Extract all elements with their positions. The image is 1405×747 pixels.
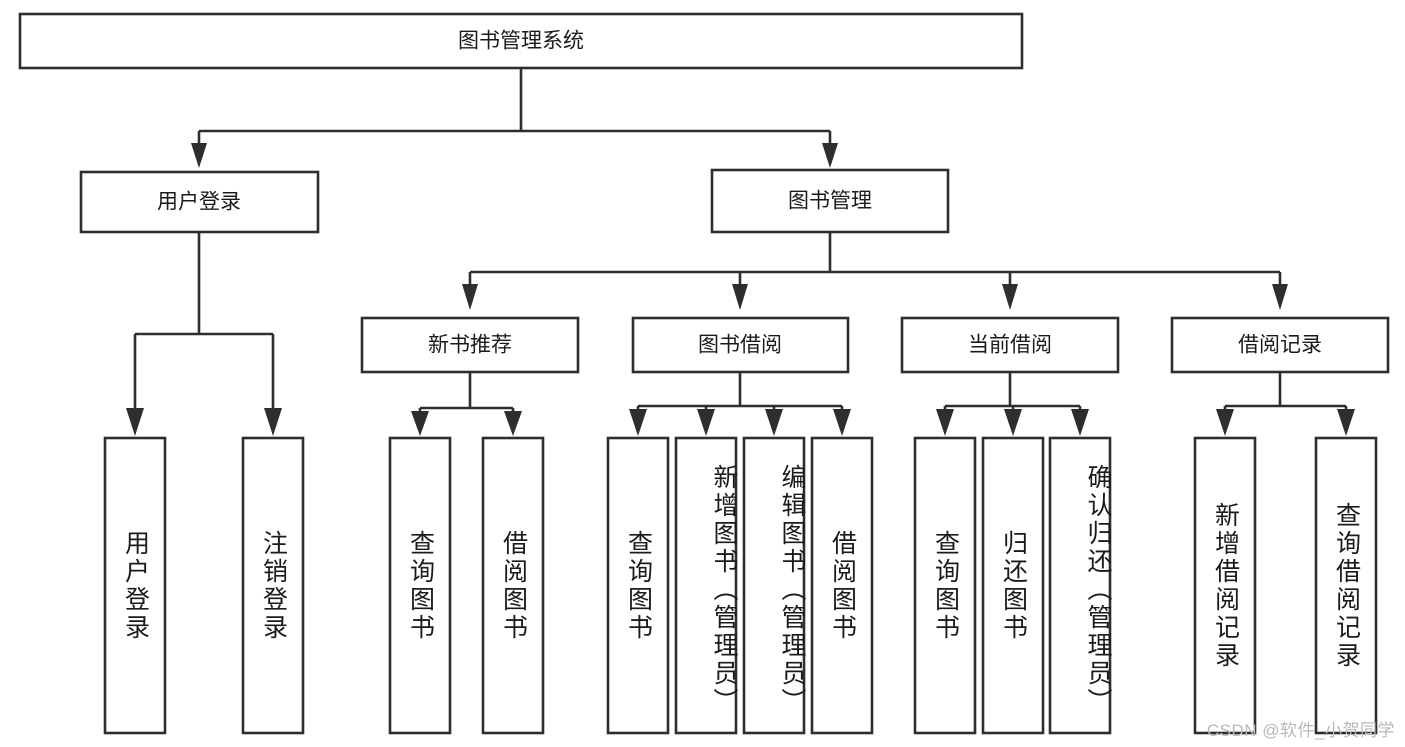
user-login-box[interactable] xyxy=(79,170,320,234)
arrow-to-book-borrow xyxy=(732,284,748,310)
arrow-nb-leaf-1 xyxy=(411,411,429,436)
arrow-to-current-borrow xyxy=(1002,284,1018,310)
csdn-watermark: CSDN @软件_小贺同学 xyxy=(1206,721,1395,740)
arrow-nb-leaf-2 xyxy=(504,411,522,436)
connector-borrow-record-to-leaves xyxy=(1216,372,1355,436)
arrow-to-user-login xyxy=(191,143,207,168)
arrow-bb-leaf-3 xyxy=(765,409,783,436)
arrow-cb-leaf-1 xyxy=(936,409,954,436)
connector-user-login-to-leaves xyxy=(126,232,282,436)
node-book-manage[interactable]: 图书管理 xyxy=(710,168,950,234)
leaf-box-br-query-record[interactable] xyxy=(1314,436,1378,735)
arrow-to-borrow-record xyxy=(1272,284,1288,310)
user-login-label: 用户登录 xyxy=(157,191,241,214)
current-borrow-label: 当前借阅 xyxy=(968,334,1052,357)
connector-book-manage-to-level3 xyxy=(462,232,1288,310)
arrow-cb-leaf-2 xyxy=(1004,409,1022,436)
leaf-box-br-add-record[interactable] xyxy=(1193,436,1257,735)
arrow-br-leaf-1 xyxy=(1216,409,1234,436)
arrow-to-book-manage xyxy=(822,143,838,168)
current-borrow-box[interactable] xyxy=(900,316,1120,374)
node-borrow-record[interactable]: 借阅记录 xyxy=(1170,316,1390,374)
book-manage-label: 图书管理 xyxy=(788,190,872,213)
leaf-box-bb-query-book[interactable] xyxy=(606,436,670,735)
node-book-borrow[interactable]: 图书借阅 xyxy=(631,316,850,374)
node-new-book-recommend[interactable]: 新书推荐 xyxy=(360,316,580,374)
leaf-box-user-login[interactable] xyxy=(103,436,167,735)
connector-current-borrow-to-leaves xyxy=(936,372,1089,436)
leaf-box-bb-edit-book[interactable] xyxy=(742,436,806,735)
borrow-record-label: 借阅记录 xyxy=(1238,334,1322,357)
leaf-box-cb-confirm-return[interactable] xyxy=(1048,436,1112,735)
leaf-box-nb-query-book[interactable] xyxy=(388,436,452,735)
arrow-to-leaf-logout xyxy=(264,408,282,436)
arrow-bb-leaf-4 xyxy=(833,409,851,436)
connector-new-book-to-leaves xyxy=(411,372,522,436)
leaf-box-nb-borrow-book[interactable] xyxy=(481,436,545,735)
arrow-cb-leaf-3 xyxy=(1071,409,1089,436)
leaf-box-logout[interactable] xyxy=(241,436,305,735)
arrow-br-leaf-2 xyxy=(1337,409,1355,436)
leaf-box-cb-query-book[interactable] xyxy=(913,436,977,735)
arrow-to-leaf-user-login xyxy=(126,408,144,436)
book-borrow-label: 图书借阅 xyxy=(698,334,782,357)
node-user-login[interactable]: 用户登录 xyxy=(79,170,320,234)
leaf-box-bb-add-book[interactable] xyxy=(674,436,738,735)
leaf-box-bb-borrow-book[interactable] xyxy=(810,436,874,735)
connector-root-to-level2 xyxy=(191,68,838,168)
root-label: 图书管理系统 xyxy=(458,30,584,53)
root-box[interactable] xyxy=(18,12,1024,70)
connector-book-borrow-to-leaves xyxy=(629,372,851,436)
arrow-bb-leaf-1 xyxy=(629,409,647,436)
arrow-to-new-book xyxy=(462,284,478,310)
new-book-recommend-box[interactable] xyxy=(360,316,580,374)
new-book-recommend-label: 新书推荐 xyxy=(428,334,512,357)
leaf-box-cb-return-book[interactable] xyxy=(981,436,1045,735)
node-current-borrow[interactable]: 当前借阅 xyxy=(900,316,1120,374)
node-root[interactable]: 图书管理系统 xyxy=(18,12,1024,70)
arrow-bb-leaf-2 xyxy=(697,409,715,436)
